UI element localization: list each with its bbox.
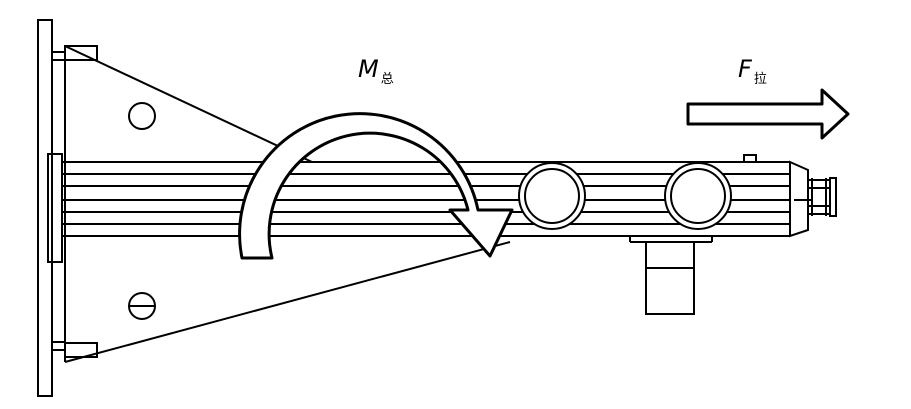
bolt-left xyxy=(518,162,586,230)
moment-arrow xyxy=(238,112,514,260)
force-arrow xyxy=(686,88,850,140)
bolt-right xyxy=(664,162,732,230)
moment-subscript: 总 xyxy=(380,72,394,87)
gusset-hole-upper xyxy=(128,102,156,130)
end-fitting xyxy=(789,160,837,238)
force-subscript: 拉 xyxy=(753,72,767,87)
mounting-plate xyxy=(37,19,98,397)
force-symbol: F xyxy=(738,55,752,83)
support-block xyxy=(645,241,695,315)
gusset-plate xyxy=(64,45,511,363)
moment-symbol: M xyxy=(358,55,379,83)
gusset-hole-lower xyxy=(128,292,156,320)
